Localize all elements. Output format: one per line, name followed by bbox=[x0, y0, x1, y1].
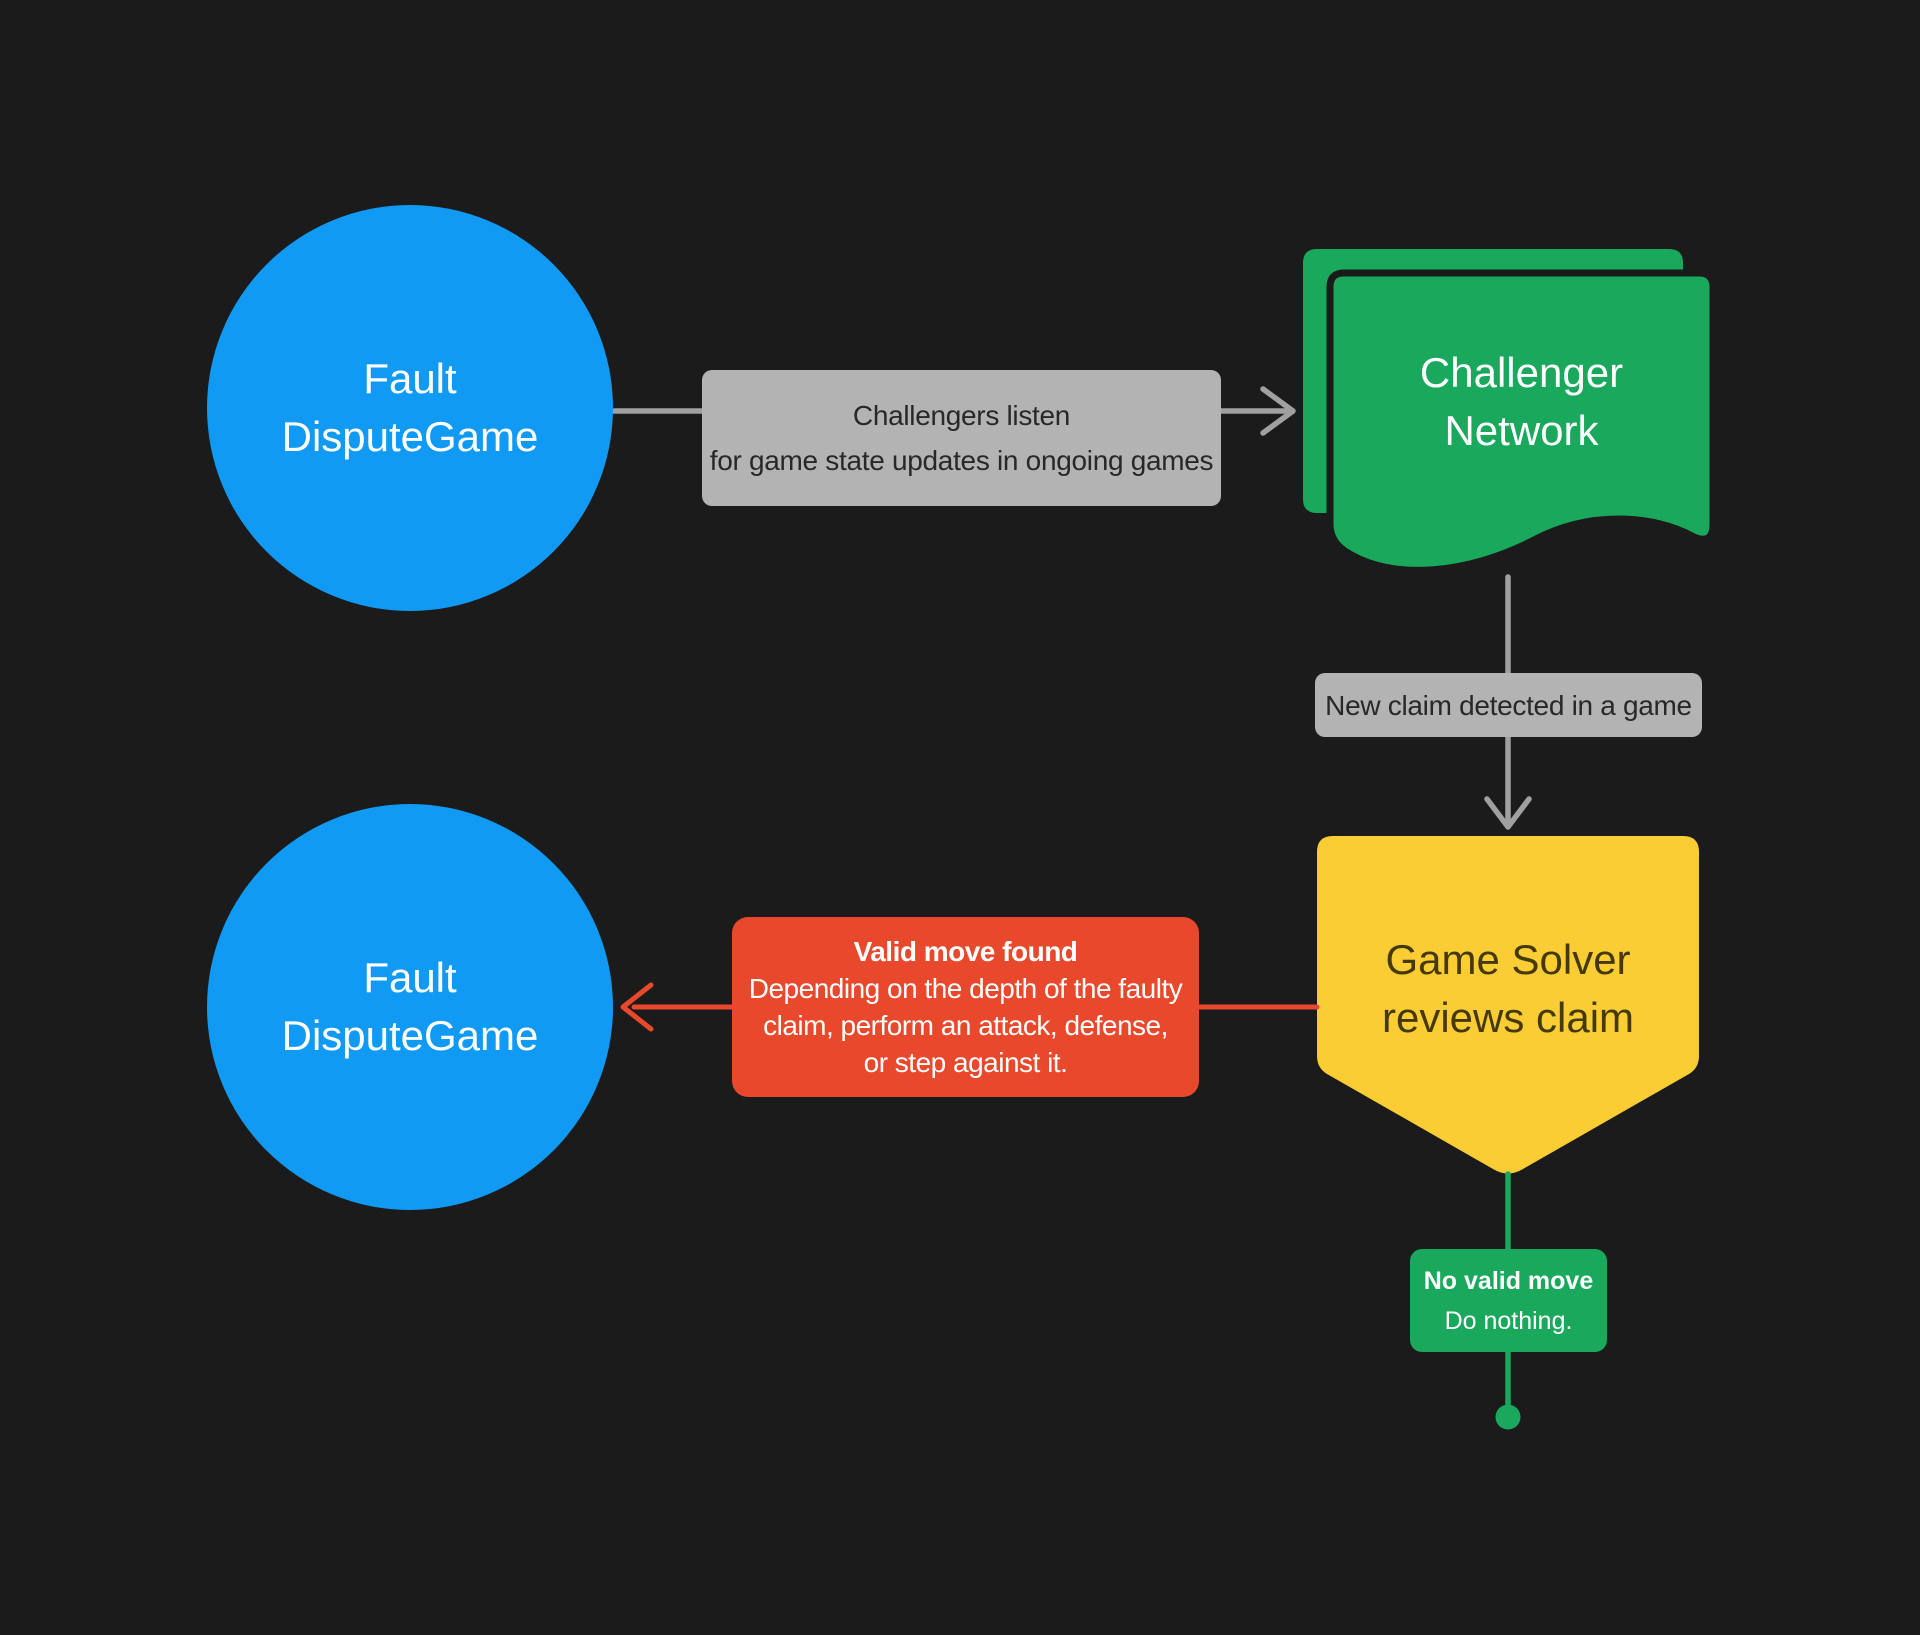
callout-body-line: or step against it. bbox=[863, 1047, 1068, 1078]
callout-no-valid-move[interactable]: No valid move Do nothing. bbox=[1410, 1249, 1607, 1352]
callout-title: Valid move found bbox=[853, 936, 1078, 967]
terminal-dot bbox=[1495, 1404, 1521, 1430]
node-label-line: DisputeGame bbox=[281, 1012, 539, 1059]
challenger-network-front-page[interactable] bbox=[1326, 269, 1717, 574]
node-label-line: Challenger bbox=[1419, 349, 1624, 396]
node-label-line: reviews claim bbox=[1381, 993, 1635, 1041]
callout-body-line: Do nothing. bbox=[1444, 1306, 1573, 1335]
node-label-line: DisputeGame bbox=[281, 413, 539, 460]
callout-body-line: Depending on the depth of the faulty bbox=[748, 973, 1183, 1004]
node-fault-dispute-game-bottom[interactable]: Fault DisputeGame bbox=[207, 804, 613, 1210]
game-solver-shape[interactable] bbox=[1317, 836, 1699, 1174]
node-game-solver[interactable]: Game Solver reviews claim bbox=[1317, 836, 1699, 1141]
arrow-left-icon bbox=[620, 982, 654, 1032]
node-label-line: Fault bbox=[363, 355, 457, 402]
callout-body-line: claim, perform an attack, defense, bbox=[763, 1010, 1168, 1041]
edge-label-line: for game state updates in ongoing games bbox=[709, 445, 1214, 476]
node-fault-dispute-game-top[interactable]: Fault DisputeGame bbox=[207, 205, 613, 611]
node-challenger-network[interactable]: Challenger Network bbox=[1330, 287, 1713, 517]
edge-label-new-claim[interactable]: New claim detected in a game bbox=[1315, 673, 1702, 737]
edge-label-challengers-listen[interactable]: Challengers listen for game state update… bbox=[702, 370, 1221, 506]
connector-valid-move bbox=[620, 982, 1320, 1032]
node-label-line: Fault bbox=[363, 954, 457, 1001]
edge-label-line: New claim detected in a game bbox=[1325, 689, 1692, 721]
arrow-down-icon bbox=[1484, 796, 1532, 830]
node-label-line: Network bbox=[1444, 407, 1599, 454]
edge-label-line: Challengers listen bbox=[852, 400, 1071, 431]
arrow-right-icon bbox=[1260, 386, 1296, 436]
node-label-line: Game Solver bbox=[1385, 935, 1631, 983]
callout-valid-move[interactable]: Valid move found Depending on the depth … bbox=[732, 917, 1199, 1097]
callout-title: No valid move bbox=[1423, 1266, 1594, 1295]
